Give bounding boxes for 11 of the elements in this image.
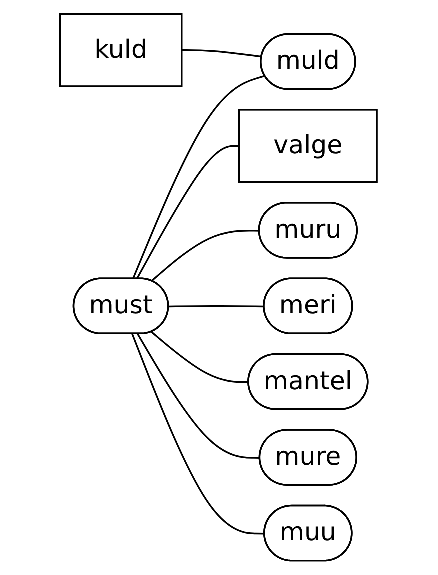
connector bbox=[132, 334, 266, 535]
node-box bbox=[238, 109, 378, 184]
connector bbox=[169, 305, 265, 308]
connector bbox=[136, 145, 240, 280]
connector bbox=[152, 332, 250, 384]
connector bbox=[138, 334, 261, 459]
connector bbox=[132, 75, 266, 280]
connector bbox=[152, 230, 260, 282]
node-box bbox=[60, 13, 184, 88]
diagram: kuld must muld valge muru meri mantel mure muu bbox=[51, 5, 387, 570]
connector bbox=[182, 49, 262, 58]
